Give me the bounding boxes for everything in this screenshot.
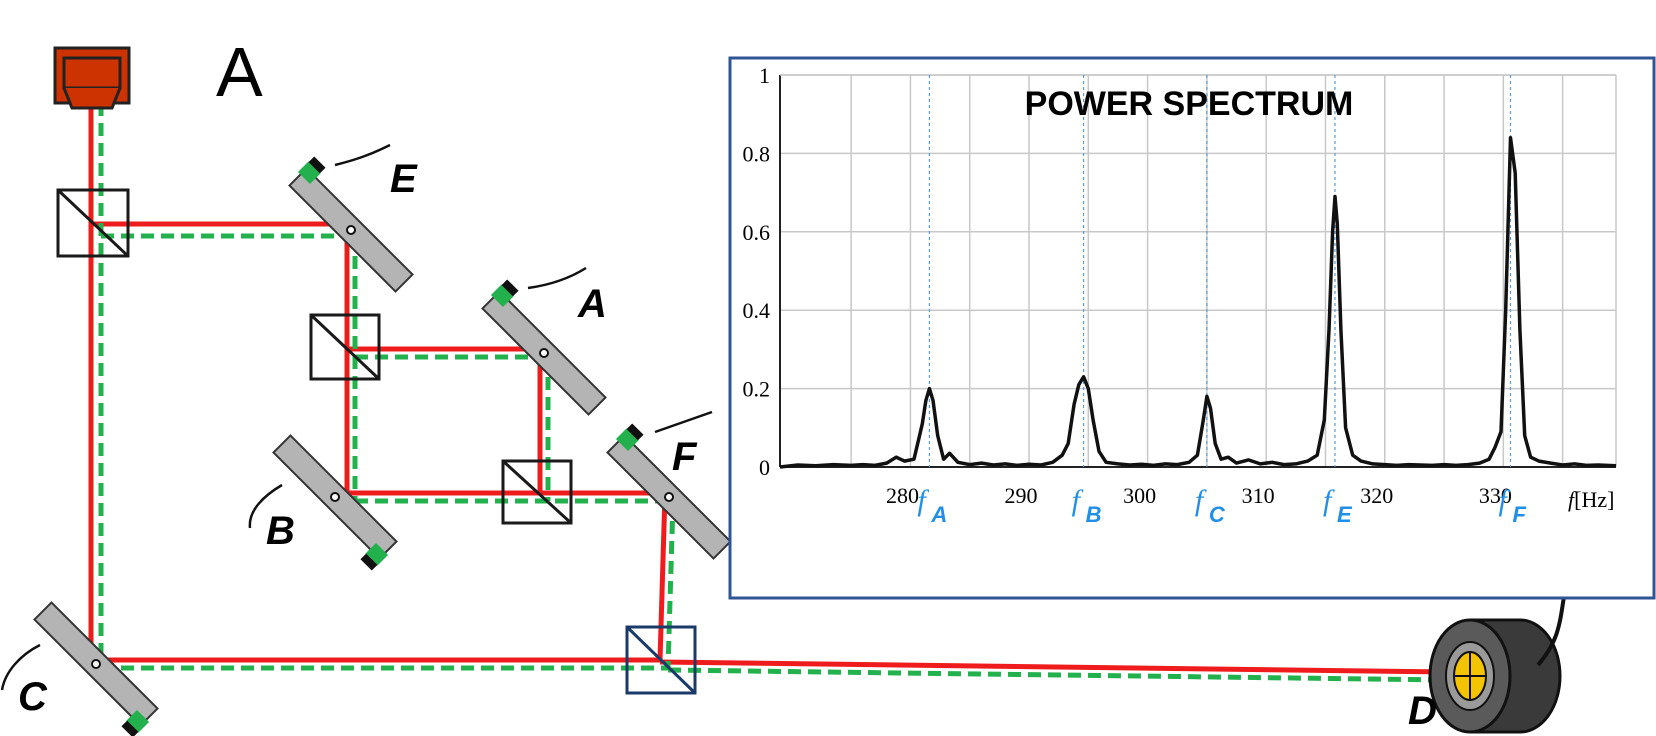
y-tick-label: 0.4 <box>743 298 771 323</box>
green-beam-path <box>98 103 1451 683</box>
chart-x-ticks: 280 290 300 310 320 330 <box>886 483 1512 508</box>
chart-grid <box>779 74 1617 468</box>
peak-label-sub: E <box>1337 502 1353 527</box>
chart-frame <box>728 56 1656 600</box>
panel-label: A <box>216 33 263 111</box>
peak-label-sub: F <box>1512 502 1526 527</box>
x-tick-label: 290 <box>1005 483 1038 508</box>
x-axis-unit: f[Hz] <box>1568 487 1614 512</box>
mirror-C <box>0 601 159 736</box>
peak-label-sub: C <box>1209 502 1226 527</box>
peak-label-sub: B <box>1086 502 1102 527</box>
beam-splitter-1 <box>56 188 130 258</box>
chart-y-ticks: 0 0.2 0.4 0.6 0.8 1 <box>743 63 771 480</box>
y-tick-label: 1 <box>759 63 770 88</box>
x-tick-label: 280 <box>886 483 919 508</box>
spectrum-line <box>779 135 1617 469</box>
y-tick-label: 0.8 <box>743 141 771 166</box>
x-tick-label: 320 <box>1360 483 1393 508</box>
red-beam-path <box>88 103 1451 675</box>
beam-splitter-4 <box>625 625 697 695</box>
label-C: C <box>18 675 48 719</box>
mirror-F <box>606 410 732 560</box>
x-tick-label: 330 <box>1479 483 1512 508</box>
peak-label-sub: A <box>930 502 947 527</box>
label-E: E <box>390 157 418 201</box>
x-tick-label: 310 <box>1242 483 1275 508</box>
y-tick-label: 0 <box>759 455 770 480</box>
y-tick-label: 0.2 <box>743 377 771 402</box>
label-D: D <box>1408 689 1437 733</box>
mirror-A <box>481 266 607 416</box>
mirror-B <box>248 434 398 571</box>
label-F: F <box>672 435 698 479</box>
beam-splitter-3 <box>501 459 573 525</box>
x-tick-label: 300 <box>1123 483 1156 508</box>
chart-title: POWER SPECTRUM <box>1025 85 1354 123</box>
label-B: B <box>266 509 295 553</box>
y-tick-label: 0.6 <box>743 220 771 245</box>
label-A: A <box>577 282 607 326</box>
laser-source <box>53 46 131 110</box>
photodetector-D <box>1428 618 1562 734</box>
beam-splitter-2 <box>309 313 381 381</box>
mirror-E <box>288 143 414 293</box>
